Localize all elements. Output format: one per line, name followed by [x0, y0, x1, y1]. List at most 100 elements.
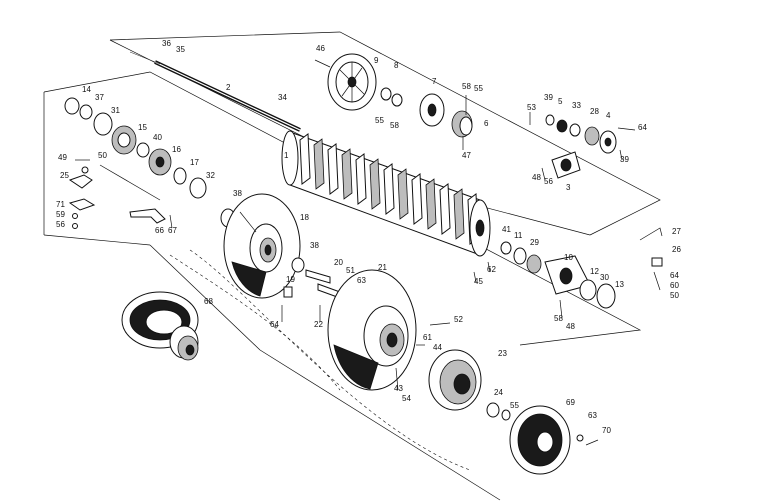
rod-27-parts: [639, 227, 663, 291]
part-label-19: 19: [286, 275, 295, 284]
part-label-64c: 64: [670, 271, 679, 280]
part-label-6: 6: [484, 119, 489, 128]
part-label-48a: 48: [532, 173, 541, 182]
part-label-32: 32: [206, 171, 215, 180]
drum-fin: [453, 188, 465, 240]
part-label-63a: 63: [357, 276, 366, 285]
part-label-45: 45: [474, 277, 483, 286]
bearing-group-lower-right: [473, 241, 616, 319]
part-label-30: 30: [600, 273, 609, 282]
part-label-52: 52: [454, 315, 463, 324]
part-label-63b: 63: [588, 411, 597, 420]
small-parts-center: [281, 257, 341, 322]
part-label-21: 21: [378, 263, 387, 272]
pulley-9: [327, 53, 377, 111]
drum-fin: [299, 133, 311, 185]
part-label-36: 36: [162, 39, 171, 48]
part-label-66: 66: [155, 226, 164, 235]
part-label-9: 9: [374, 56, 379, 65]
part-label-2: 2: [226, 83, 231, 92]
part-label-62: 62: [487, 265, 496, 274]
part-label-34: 34: [278, 93, 287, 102]
drum-fin: [425, 178, 437, 230]
part-label-48b: 48: [566, 322, 575, 331]
hub-6: [451, 95, 473, 150]
part-label-18: 18: [300, 213, 309, 222]
drum-fin: [313, 138, 325, 190]
drum-fin: [327, 143, 339, 195]
part-label-64b: 64: [270, 320, 279, 329]
part-label-13: 13: [615, 280, 624, 289]
part-label-39b: 39: [620, 155, 629, 164]
part-label-37: 37: [95, 93, 104, 102]
part-label-46: 46: [316, 44, 325, 53]
bearing-group-upper-right: [529, 112, 636, 161]
part-label-1: 1: [284, 151, 289, 160]
part-label-4: 4: [606, 111, 611, 120]
part-label-47: 47: [462, 151, 471, 160]
part-label-26: 26: [672, 245, 681, 254]
part-label-12: 12: [590, 267, 599, 276]
part-label-3: 3: [566, 183, 571, 192]
part-label-56b: 56: [56, 220, 65, 229]
part-label-60: 60: [670, 281, 679, 290]
part-label-44: 44: [433, 343, 442, 352]
part-label-29: 29: [530, 238, 539, 247]
part-label-31: 31: [111, 106, 120, 115]
part-label-51: 51: [346, 266, 355, 275]
drum-fin: [369, 158, 381, 210]
part-label-39a: 39: [544, 93, 553, 102]
part-label-67: 67: [168, 226, 177, 235]
disc-18: [223, 193, 301, 299]
part-label-55a: 55: [474, 84, 483, 93]
part-label-43: 43: [394, 384, 403, 393]
part-label-55c: 55: [510, 401, 519, 410]
beater-drum: [281, 130, 491, 257]
part-label-25: 25: [60, 171, 69, 180]
part-label-58b: 58: [390, 121, 399, 130]
part-label-68: 68: [204, 297, 213, 306]
part-label-56a: 56: [544, 177, 553, 186]
drum-fin: [341, 148, 353, 200]
part-label-50a: 50: [98, 151, 107, 160]
pulley-68: [121, 291, 199, 361]
part-label-70: 70: [602, 426, 611, 435]
part-label-14: 14: [82, 85, 91, 94]
part-label-20: 20: [334, 258, 343, 267]
pulley-69: [509, 405, 599, 475]
part-label-38a: 38: [233, 189, 242, 198]
part-label-10: 10: [564, 253, 573, 262]
part-label-58c: 58: [554, 314, 563, 323]
part-label-7: 7: [432, 77, 437, 86]
linkage-parts: [68, 159, 173, 229]
part-label-23: 23: [498, 349, 507, 358]
part-label-28: 28: [590, 107, 599, 116]
part-label-33: 33: [572, 101, 581, 110]
part-label-40: 40: [153, 133, 162, 142]
part-label-64a: 64: [638, 123, 647, 132]
part-label-53: 53: [527, 103, 536, 112]
pulley-23: [428, 349, 511, 421]
part-label-54: 54: [402, 394, 411, 403]
part-label-11: 11: [514, 231, 523, 240]
disc-21: [327, 269, 451, 391]
main-shaft: [129, 51, 301, 132]
part-label-59: 59: [56, 210, 65, 219]
part-label-55b: 55: [375, 116, 384, 125]
part-label-15: 15: [138, 123, 147, 132]
part-label-17: 17: [190, 158, 199, 167]
part-label-58a: 58: [462, 82, 471, 91]
left-bearing-stack: [64, 97, 236, 228]
part-label-49: 49: [58, 153, 67, 162]
drum-fin: [355, 153, 367, 205]
drum-fin: [397, 168, 409, 220]
part-label-16: 16: [172, 145, 181, 154]
pulley-7: [419, 93, 445, 127]
part-label-61: 61: [423, 333, 432, 342]
part-label-8: 8: [394, 61, 399, 70]
part-label-24: 24: [494, 388, 503, 397]
part-label-27: 27: [672, 227, 681, 236]
washers-8: [314, 59, 403, 107]
